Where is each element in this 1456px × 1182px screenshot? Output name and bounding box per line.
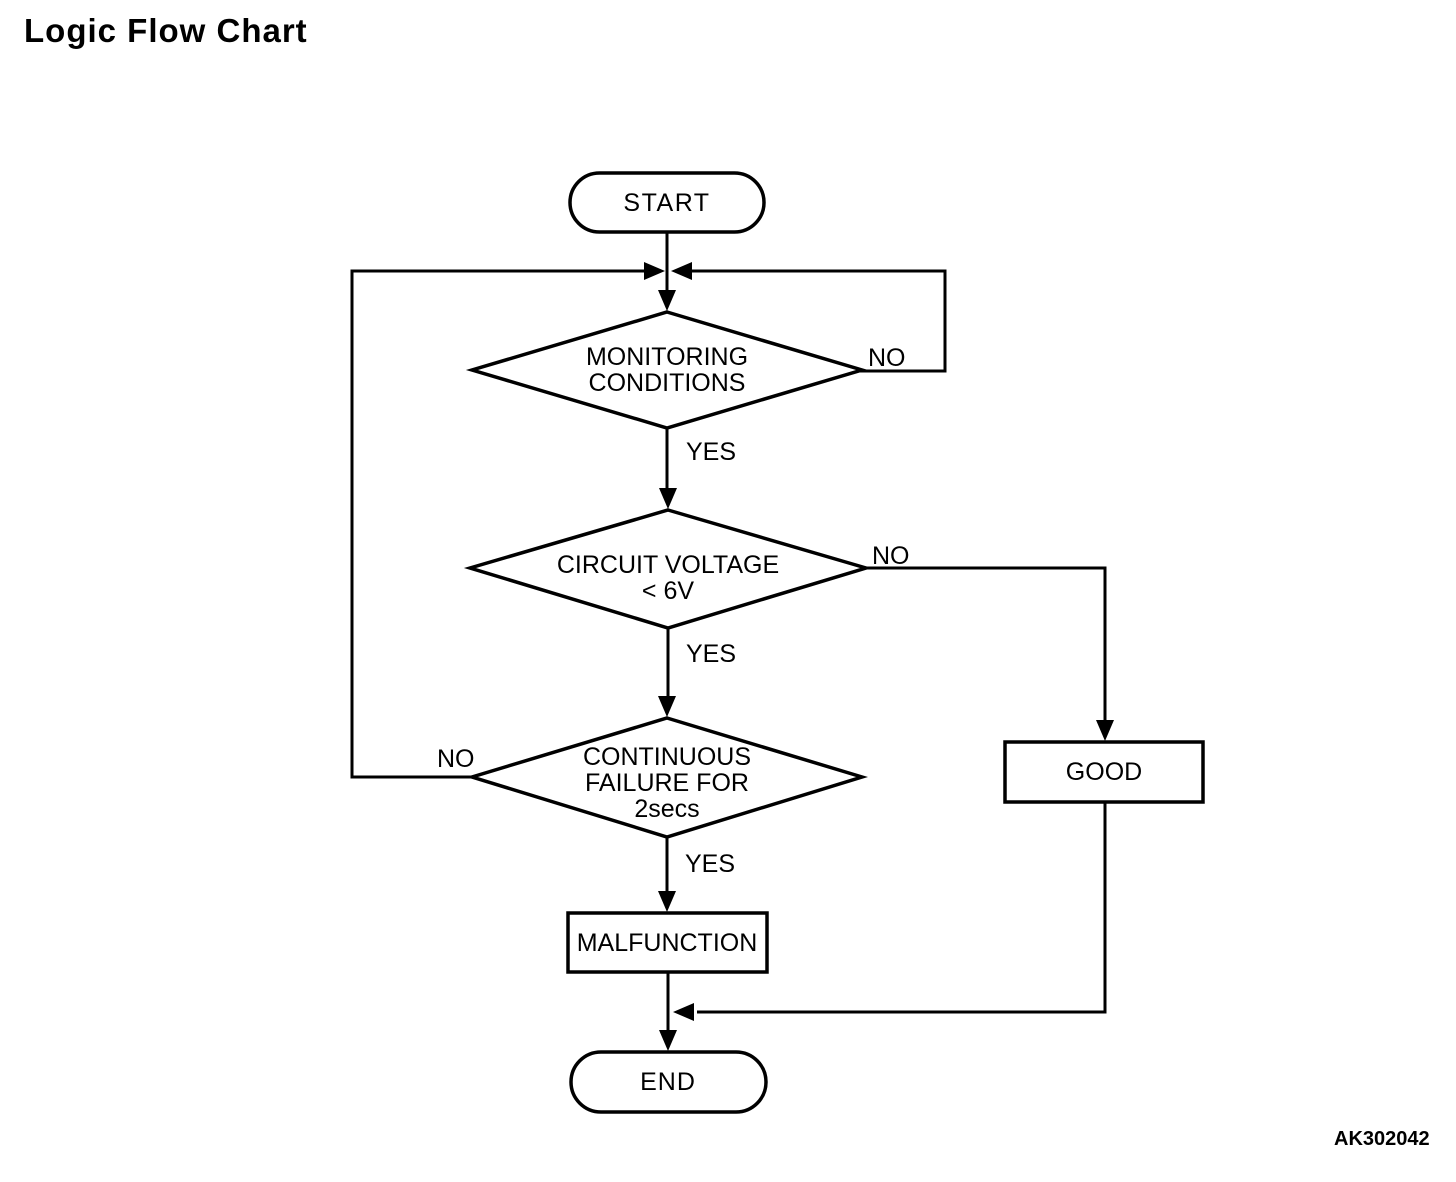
- arrowhead-join-left-icon: [673, 1003, 694, 1021]
- arrowhead-malfunction-top-icon: [658, 891, 676, 912]
- page-title: Logic Flow Chart: [24, 12, 308, 49]
- continuous-failure-node-label-line2: FAILURE FOR: [585, 769, 749, 797]
- arrowhead-circuit-top-icon: [659, 488, 677, 509]
- arrowhead-monitoring-top-icon: [658, 290, 676, 311]
- arrowhead-junction-left-icon: [671, 262, 692, 280]
- continuous-failure-node-label-line3: 2secs: [634, 795, 700, 823]
- arrowhead-junction-right-icon: [644, 262, 665, 280]
- start-terminator-shape: [568, 171, 766, 234]
- start-node-label: START: [623, 189, 711, 217]
- continuous-failure-decision-shape: [466, 716, 868, 839]
- edge-continuous-no-loop: [350, 269, 648, 779]
- malfunction-node-label: MALFUNCTION: [576, 929, 758, 957]
- circuit-voltage-node-label: CIRCUIT VOLTAGE < 6V: [557, 552, 779, 604]
- circuit-voltage-node-label-line1: CIRCUIT VOLTAGE: [556, 551, 780, 579]
- monitoring-yes-label: YES: [686, 438, 737, 466]
- monitoring-node-label-line1: MONITORING: [585, 343, 749, 371]
- monitoring-node-label-line2: CONDITIONS: [588, 369, 746, 397]
- circuit-yes-label: YES: [686, 640, 737, 668]
- monitoring-no-label: NO: [868, 344, 906, 372]
- continuous-no-label: NO: [437, 745, 475, 773]
- edge-circuit-no-to-good: [866, 566, 1107, 721]
- edge-good-to-end-join: [697, 802, 1107, 1014]
- circuit-voltage-node-label-line2: < 6V: [641, 577, 695, 605]
- end-terminator-shape: [569, 1050, 768, 1114]
- edge-monitoring-no-loop: [689, 269, 947, 373]
- monitoring-node-label: MONITORING CONDITIONS: [586, 344, 748, 396]
- good-process-shape: [1003, 740, 1205, 804]
- malfunction-process-shape: [566, 911, 769, 974]
- circuit-voltage-decision-shape: [463, 508, 873, 630]
- arrowhead-good-top-icon: [1096, 720, 1114, 741]
- end-node-label: END: [640, 1068, 696, 1096]
- continuous-failure-node-label-line1: CONTINUOUS: [582, 743, 752, 771]
- monitoring-decision-shape: [465, 310, 869, 430]
- arrowhead-continuous-top-icon: [658, 696, 676, 717]
- good-node-label: GOOD: [1065, 758, 1143, 786]
- continuous-failure-node-label: CONTINUOUS FAILURE FOR 2secs: [583, 744, 751, 822]
- figure-code: AK302042: [1334, 1128, 1430, 1150]
- continuous-yes-label: YES: [685, 850, 736, 878]
- circuit-no-label: NO: [872, 542, 910, 570]
- arrowhead-end-top-icon: [659, 1030, 677, 1051]
